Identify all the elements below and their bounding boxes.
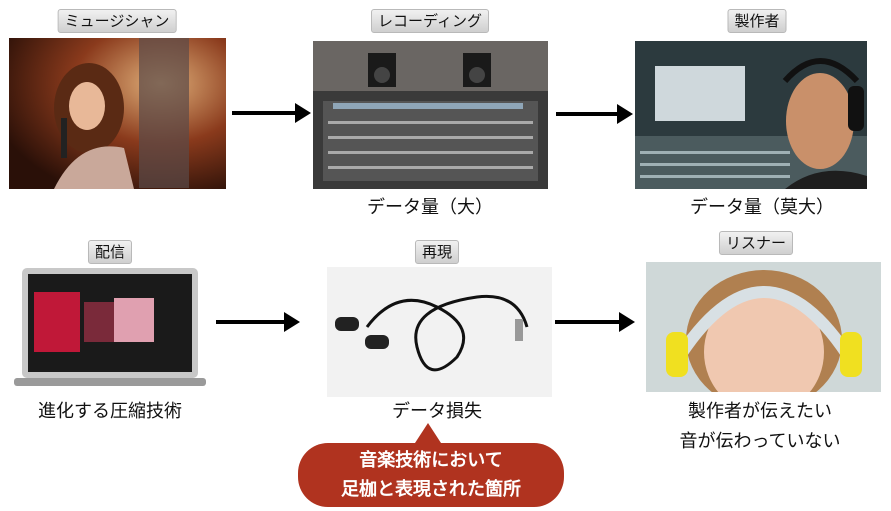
distribution-caption: 進化する圧縮技術: [38, 401, 182, 422]
producer-photo: [635, 41, 867, 189]
listener-caption-line2: 音が伝わっていない: [679, 431, 841, 452]
recording-label: レコーディング: [371, 9, 489, 33]
musician-label: ミュージシャン: [57, 9, 177, 33]
earphones-photo: [327, 267, 552, 397]
listener-caption-line1: 製作者が伝えたい: [688, 401, 832, 422]
mixing-console-photo: [313, 41, 548, 189]
arrow-distribution-to-playback: [216, 312, 300, 332]
playback-label: 再現: [414, 240, 460, 264]
callout-line1: 音楽技術において: [359, 450, 503, 471]
distribution-label: 配信: [87, 240, 133, 264]
arrow-recording-to-producer: [556, 104, 633, 124]
playback-caption: データ損失: [392, 401, 482, 422]
producer-caption: データ量（莫大）: [690, 197, 834, 218]
recording-caption: データ量（大）: [367, 197, 493, 218]
producer-label: 製作者: [727, 9, 787, 33]
child-headphones-photo: [646, 262, 881, 392]
singer-photo: [9, 38, 226, 189]
arrow-playback-to-listener: [555, 312, 635, 332]
callout-bubble: 音楽技術において 足枷と表現された箇所: [298, 423, 564, 507]
laptop-photo: [14, 268, 206, 392]
callout-line2: 足枷と表現された箇所: [341, 479, 521, 500]
arrow-musician-to-recording: [232, 103, 311, 123]
listener-label: リスナー: [718, 231, 794, 255]
